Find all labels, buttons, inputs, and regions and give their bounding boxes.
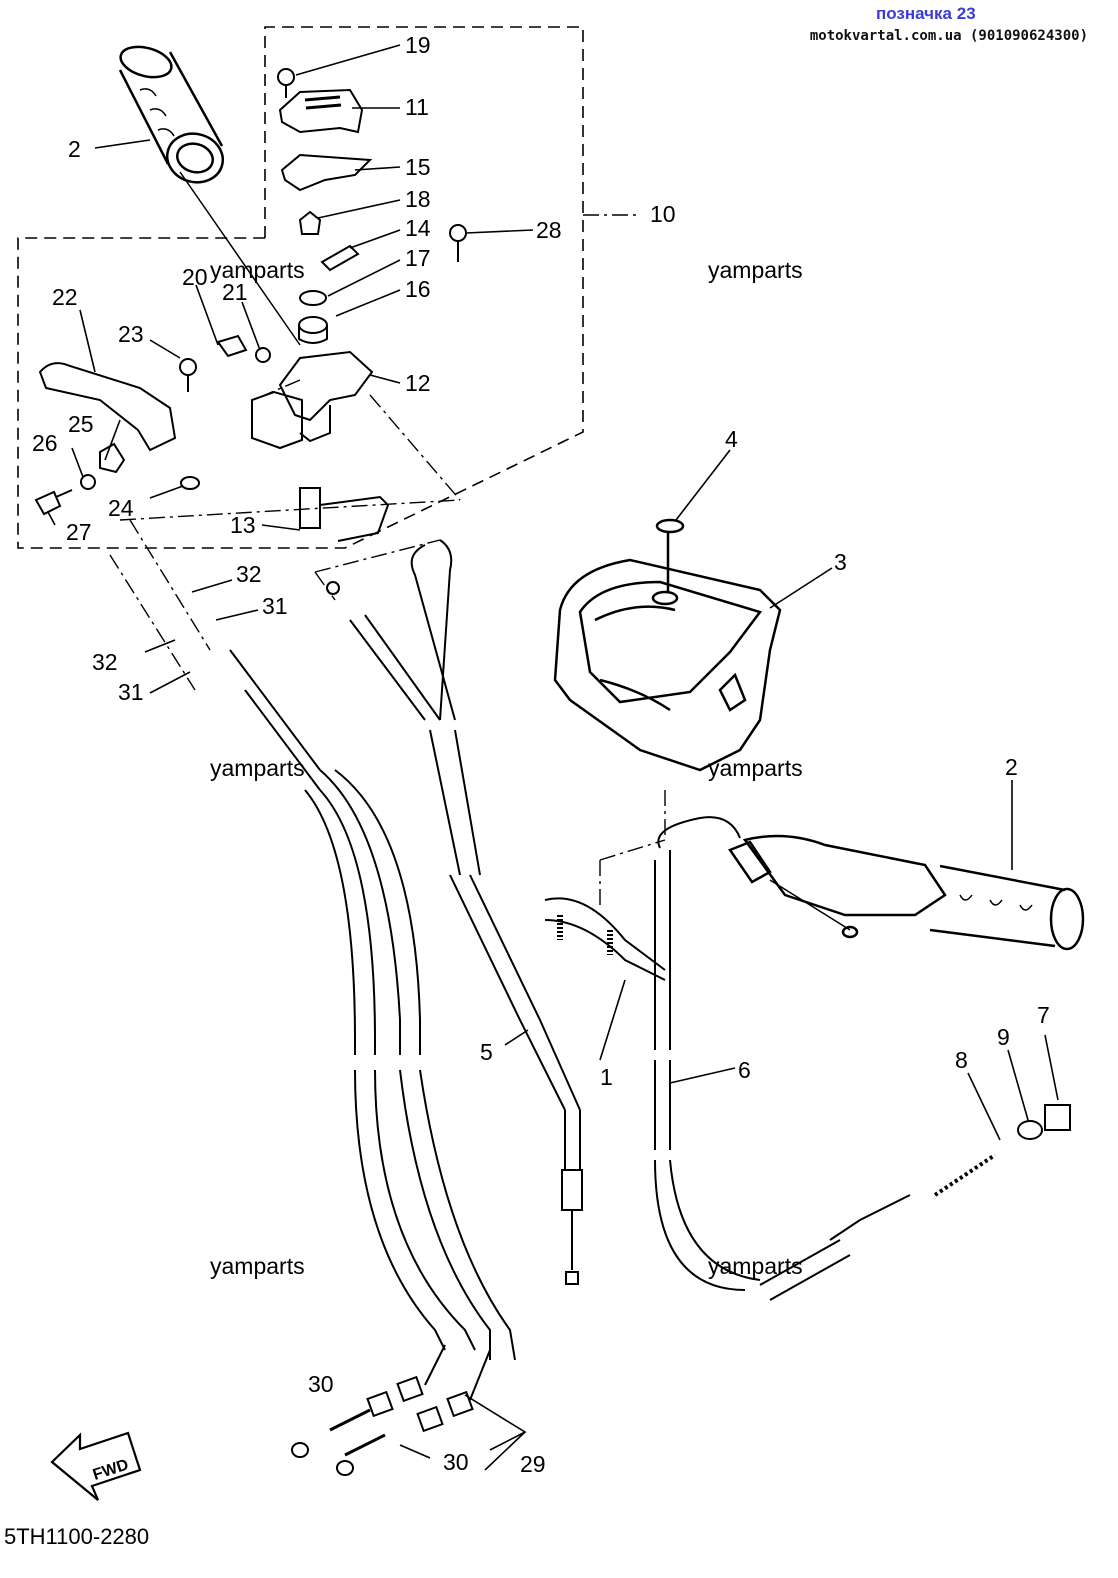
leader-lines bbox=[47, 44, 1059, 1471]
header-site: motokvartal.com.ua (901090624300) bbox=[809, 28, 1088, 44]
callout-28: 28 bbox=[536, 217, 562, 243]
callout-5: 5 bbox=[480, 1039, 493, 1065]
callout-2: 2 bbox=[68, 136, 81, 162]
clamp-parts bbox=[34, 68, 467, 542]
callout-27: 27 bbox=[66, 519, 92, 545]
assembly-outline bbox=[17, 26, 584, 549]
callout-18: 18 bbox=[405, 186, 431, 212]
callout-labels: 1 2 2 3 4 5 6 7 8 9 10 11 12 13 14 15 16… bbox=[32, 32, 1050, 1477]
callout-10: 10 bbox=[650, 201, 676, 227]
callout-1: 1 bbox=[600, 1064, 613, 1090]
callout-2: 2 bbox=[1005, 754, 1018, 780]
cables bbox=[229, 539, 1071, 1476]
callout-23: 23 bbox=[118, 321, 144, 347]
callout-30: 30 bbox=[443, 1449, 469, 1475]
grip-left bbox=[118, 45, 301, 346]
callout-14: 14 bbox=[405, 215, 431, 241]
callout-12: 12 bbox=[405, 370, 431, 396]
callout-32: 32 bbox=[236, 561, 262, 587]
callout-21: 21 bbox=[222, 279, 248, 305]
watermark: yamparts bbox=[708, 1253, 803, 1279]
callout-7: 7 bbox=[1037, 1002, 1050, 1028]
fwd-arrow: FWD bbox=[50, 1431, 142, 1501]
callout-31: 31 bbox=[118, 679, 144, 705]
callout-30: 30 bbox=[308, 1371, 334, 1397]
watermarks: yamparts yamparts yamparts yamparts yamp… bbox=[210, 257, 803, 1279]
callout-9: 9 bbox=[997, 1024, 1010, 1050]
callout-16: 16 bbox=[405, 276, 431, 302]
callout-4: 4 bbox=[725, 426, 738, 452]
reference-lines bbox=[109, 214, 666, 905]
callout-13: 13 bbox=[230, 512, 256, 538]
watermark: yamparts bbox=[708, 257, 803, 283]
callout-15: 15 bbox=[405, 154, 431, 180]
watermark: yamparts bbox=[708, 755, 803, 781]
reference-code: 5TH1100-2280 bbox=[4, 1524, 150, 1549]
callout-22: 22 bbox=[52, 284, 78, 310]
watermark: yamparts bbox=[210, 1253, 305, 1279]
watermark: yamparts bbox=[210, 755, 305, 781]
callout-29: 29 bbox=[520, 1451, 546, 1477]
callout-31: 31 bbox=[262, 593, 288, 619]
callout-19: 19 bbox=[405, 32, 431, 58]
callout-25: 25 bbox=[68, 411, 94, 437]
throttle-housing bbox=[553, 518, 782, 772]
callout-11: 11 bbox=[405, 94, 429, 120]
callout-24: 24 bbox=[108, 495, 134, 521]
callout-6: 6 bbox=[738, 1057, 751, 1083]
callout-3: 3 bbox=[834, 549, 847, 575]
grip-right bbox=[728, 834, 1085, 951]
callout-26: 26 bbox=[32, 430, 58, 456]
header-label: позначка 23 bbox=[876, 4, 976, 23]
callout-20: 20 bbox=[182, 264, 208, 290]
callout-17: 17 bbox=[405, 245, 431, 271]
callout-8: 8 bbox=[955, 1047, 968, 1073]
callout-32: 32 bbox=[92, 649, 118, 675]
watermark: yamparts bbox=[210, 257, 305, 283]
